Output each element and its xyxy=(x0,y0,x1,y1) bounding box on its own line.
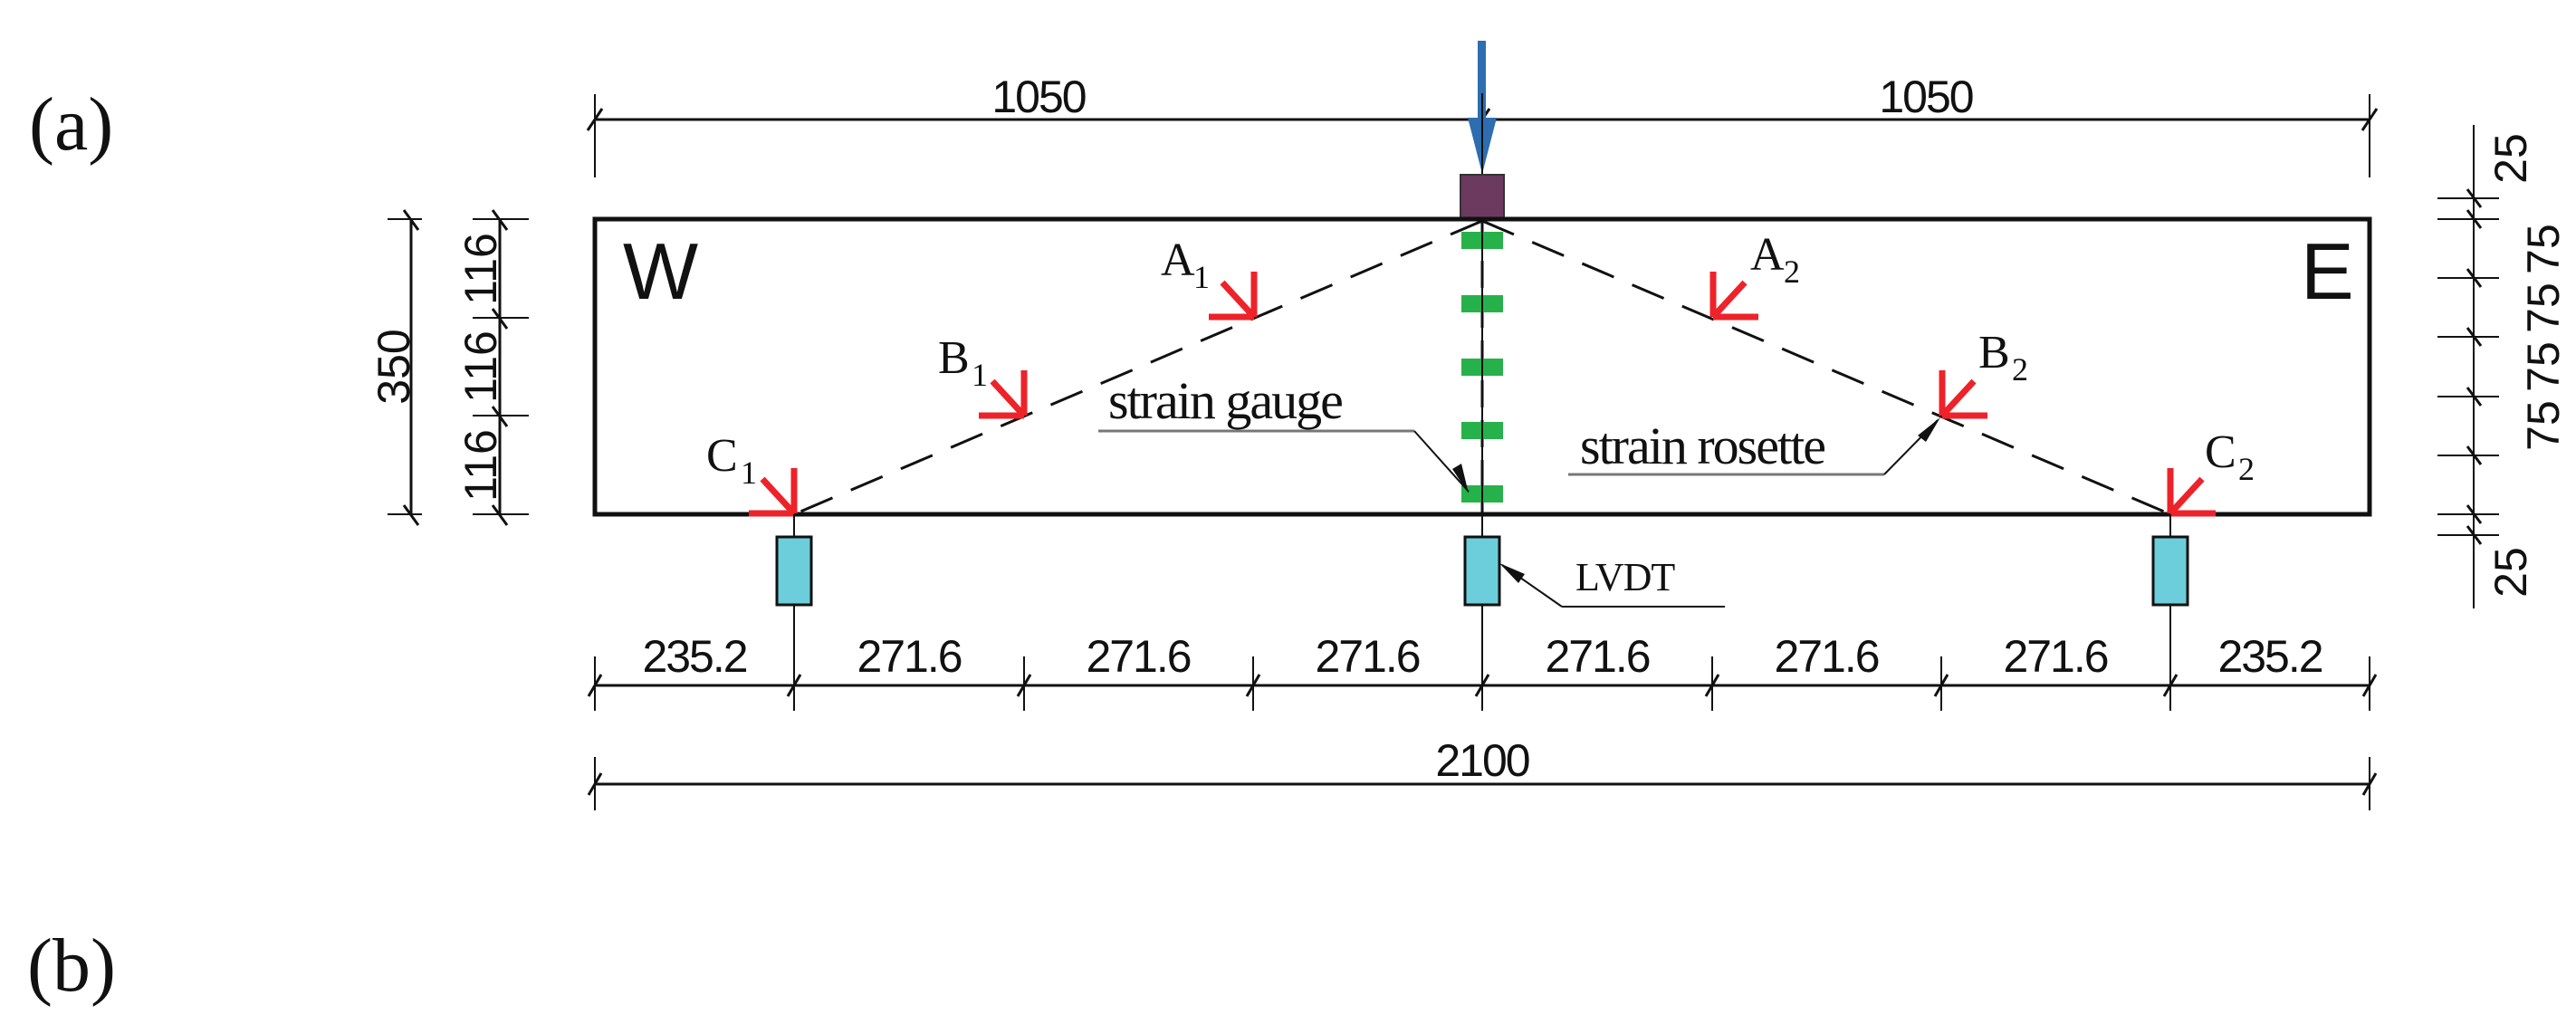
lvdt-icon xyxy=(775,535,813,607)
rosette-C1: C 1 xyxy=(706,430,798,517)
dim-bottom-seg: 271.6 xyxy=(1315,631,1419,682)
rosette-B2: B 2 xyxy=(1939,327,2028,419)
strain-gauges xyxy=(1461,221,1503,514)
dim-rebar-spacing: 75 xyxy=(2518,224,2569,274)
rosette-subscript: 2 xyxy=(1784,254,1800,290)
rosette-label: C xyxy=(2205,426,2236,478)
dim-top-right: 1050 xyxy=(1879,72,1972,122)
lvdt-icon xyxy=(2151,535,2189,607)
rosette-icon xyxy=(2167,468,2216,517)
dim-bottom-seg: 235.2 xyxy=(642,631,746,682)
rosette-icon xyxy=(1709,272,1758,321)
rosette-subscript: 2 xyxy=(2012,351,2028,388)
dim-cover-top: 25 xyxy=(2485,133,2536,184)
rosette-label: B xyxy=(938,332,970,384)
rosette-icon xyxy=(979,370,1028,419)
dim-depth-seg: 116 xyxy=(455,233,506,305)
lvdt-west xyxy=(775,514,813,643)
dim-bottom-seg: 271.6 xyxy=(2003,631,2107,682)
rosette-icon xyxy=(1209,272,1258,321)
rosette-label: C xyxy=(706,430,738,482)
strut-line-west xyxy=(793,219,1483,516)
dim-depth-seg: 116 xyxy=(455,429,506,502)
dim-depth-seg: 116 xyxy=(455,330,506,403)
bottom-dimension-overall: 2100 xyxy=(587,735,2378,810)
dim-rebar-spacing: 75 xyxy=(2518,341,2569,392)
strut-line-east xyxy=(1481,219,2171,516)
rosette-label: A xyxy=(1161,235,1195,286)
dim-bottom-seg: 271.6 xyxy=(1086,631,1190,682)
rosette-A1: A 1 xyxy=(1161,235,1258,321)
lvdt-icon xyxy=(1463,535,1501,607)
lvdt-annotation: LVDT xyxy=(1499,555,1725,608)
rosette-C2: C 2 xyxy=(2167,426,2255,517)
rosette-label: B xyxy=(1978,327,2010,378)
rosette-icon xyxy=(749,468,798,517)
panel-label-b: (b) xyxy=(27,924,116,1008)
lvdt-center xyxy=(1463,514,1501,711)
rosette-subscript: 2 xyxy=(2238,451,2255,487)
loading-plate xyxy=(1460,174,1505,220)
rosette-subscript: 1 xyxy=(1193,259,1210,295)
dim-bottom-seg: 271.6 xyxy=(1774,631,1878,682)
dim-rebar-spacing: 75 xyxy=(2518,400,2569,451)
lvdt-east xyxy=(2151,514,2189,643)
right-dimensions: 25 75 75 75 75 25 xyxy=(2437,125,2569,608)
dim-depth-overall: 350 xyxy=(369,329,419,404)
dim-cover-bottom: 25 xyxy=(2485,547,2536,598)
dim-bottom-seg: 271.6 xyxy=(1545,631,1649,682)
rosette-B1: B 1 xyxy=(938,332,1028,419)
left-dimensions: 350 116 116 116 xyxy=(369,209,529,526)
rosette-A2: A 2 xyxy=(1709,229,1800,321)
rosette-subscript: 1 xyxy=(741,455,757,491)
bottom-dimension-segments: 235.2 271.6 271.6 271.6 271.6 271.6 271.… xyxy=(587,631,2378,711)
dim-top-left: 1050 xyxy=(991,72,1085,122)
rosette-label: A xyxy=(1750,229,1785,281)
panel-label-a: (a) xyxy=(29,82,113,167)
dim-overall-span: 2100 xyxy=(1435,735,1528,786)
lvdt-label: LVDT xyxy=(1575,555,1675,599)
dim-rebar-spacing: 75 xyxy=(2518,282,2569,333)
west-label: W xyxy=(623,226,698,316)
strain-gauge-annotation: strain gauge xyxy=(1098,371,1470,493)
strain-gauge-label: strain gauge xyxy=(1108,371,1342,430)
dim-bottom-seg: 235.2 xyxy=(2217,631,2322,682)
strain-rosette-label: strain rosette xyxy=(1580,416,1824,475)
dim-bottom-seg: 271.6 xyxy=(857,631,961,682)
rosette-icon xyxy=(1939,370,1987,419)
east-label: E xyxy=(2301,226,2354,316)
strain-rosette-annotation: strain rosette xyxy=(1568,416,1940,476)
rosette-subscript: 1 xyxy=(972,357,988,393)
